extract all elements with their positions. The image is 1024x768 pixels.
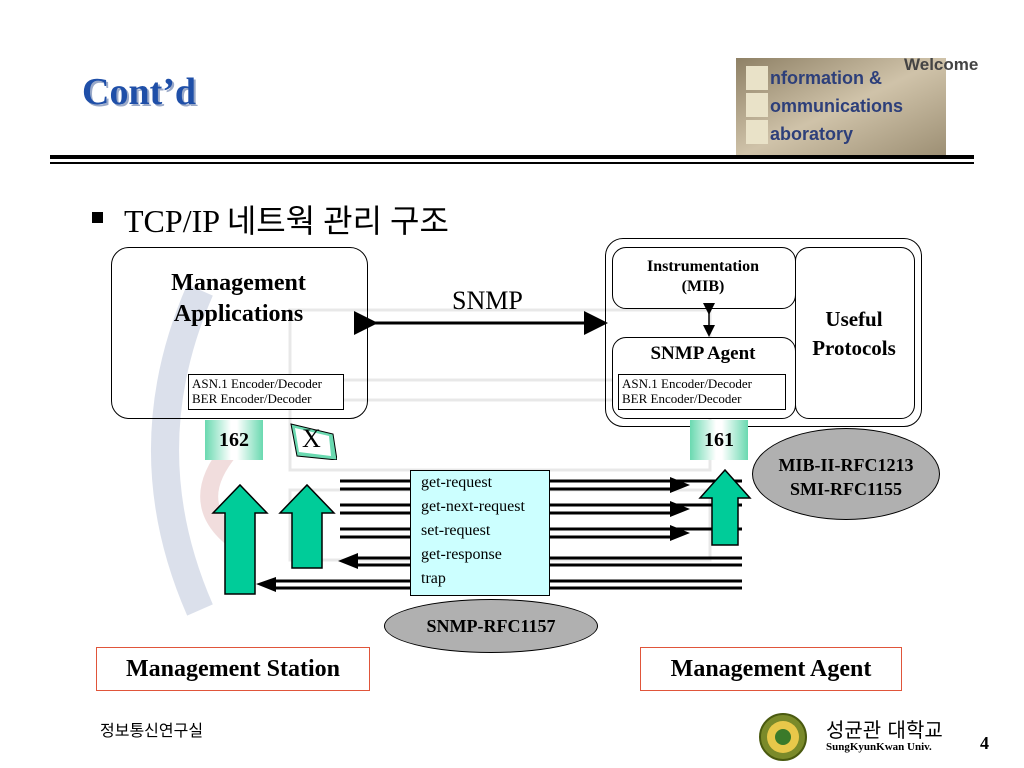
footer-university-kr: 성균관 대학교 [826,718,943,742]
logo-line1: nformation & [770,68,882,88]
up-arrow-x [278,483,336,569]
port-161: 161 [690,420,748,460]
port-162: 162 [205,420,263,460]
snmp-protocol-label: SNMP [452,286,523,315]
footer-university-en: SungKyunKwan Univ. [826,741,932,753]
bullet-square-icon [92,212,103,223]
useful-protocols-label: Useful Protocols [795,305,913,363]
slide-title: Cont’d [82,71,197,113]
lab-logo: Welcome nformation & ommunications abora… [736,48,986,158]
university-seal-icon [758,712,808,762]
agent-encoder-asn1: ASN.1 Encoder/Decoder [622,376,752,391]
instrumentation-label: Instrumentation (MIB) [612,257,794,297]
snmp-rfc-ellipse: SNMP-RFC1157 [384,599,598,653]
header-rule-thin [50,162,974,164]
logo-line2: ommunications [770,96,903,116]
management-agent-label: Management Agent [640,647,902,691]
up-arrow-161 [698,468,752,546]
up-arrow-162 [211,483,269,595]
management-applications-line2: Applications [173,301,304,327]
operation-trap: trap [421,570,446,587]
agent-encoder-box: ASN.1 Encoder/Decoder BER Encoder/Decode… [618,374,786,410]
mib-rfc-ellipse: MIB-II-RFC1213 SMI-RFC1155 [752,428,940,520]
port-blocked-x: X [302,424,321,453]
mib-rfc-line2: SMI-RFC1155 [790,479,902,499]
useful-protocols-line2: Protocols [812,336,896,360]
operation-get-next-request: get-next-request [421,498,525,515]
manager-encoder-asn1: ASN.1 Encoder/Decoder [192,376,322,391]
logo-line3: aboratory [770,124,853,144]
operation-get-response: get-response [421,546,502,563]
snmp-agent-label: SNMP Agent [650,343,756,364]
instrumentation-line1: Instrumentation [646,258,759,275]
page-number: 4 [980,733,989,753]
instrumentation-line2: (MIB) [681,278,725,295]
useful-protocols-box [795,247,915,419]
mib-rfc-line1: MIB-II-RFC1213 [778,455,914,475]
operation-set-request: set-request [421,522,491,539]
manager-encoder-box: ASN.1 Encoder/Decoder BER Encoder/Decode… [188,374,344,410]
footer-lab-name: 정보통신연구실 [100,721,204,740]
management-applications-label: Management Applications [111,268,366,330]
operation-get-request: get-request [421,474,493,491]
manager-encoder-ber: BER Encoder/Decoder [192,391,312,406]
snmp-operations-box: get-request get-next-request set-request… [410,470,550,596]
management-station-label: Management Station [96,647,370,691]
useful-protocols-line1: Useful [825,307,883,331]
agent-encoder-ber: BER Encoder/Decoder [622,391,742,406]
logo-welcome: Welcome [904,55,978,74]
header-rule-thick [50,155,974,159]
management-applications-line1: Management [171,270,306,296]
bullet-text: TCP/IP 네트웍 관리 구조 [124,203,449,239]
